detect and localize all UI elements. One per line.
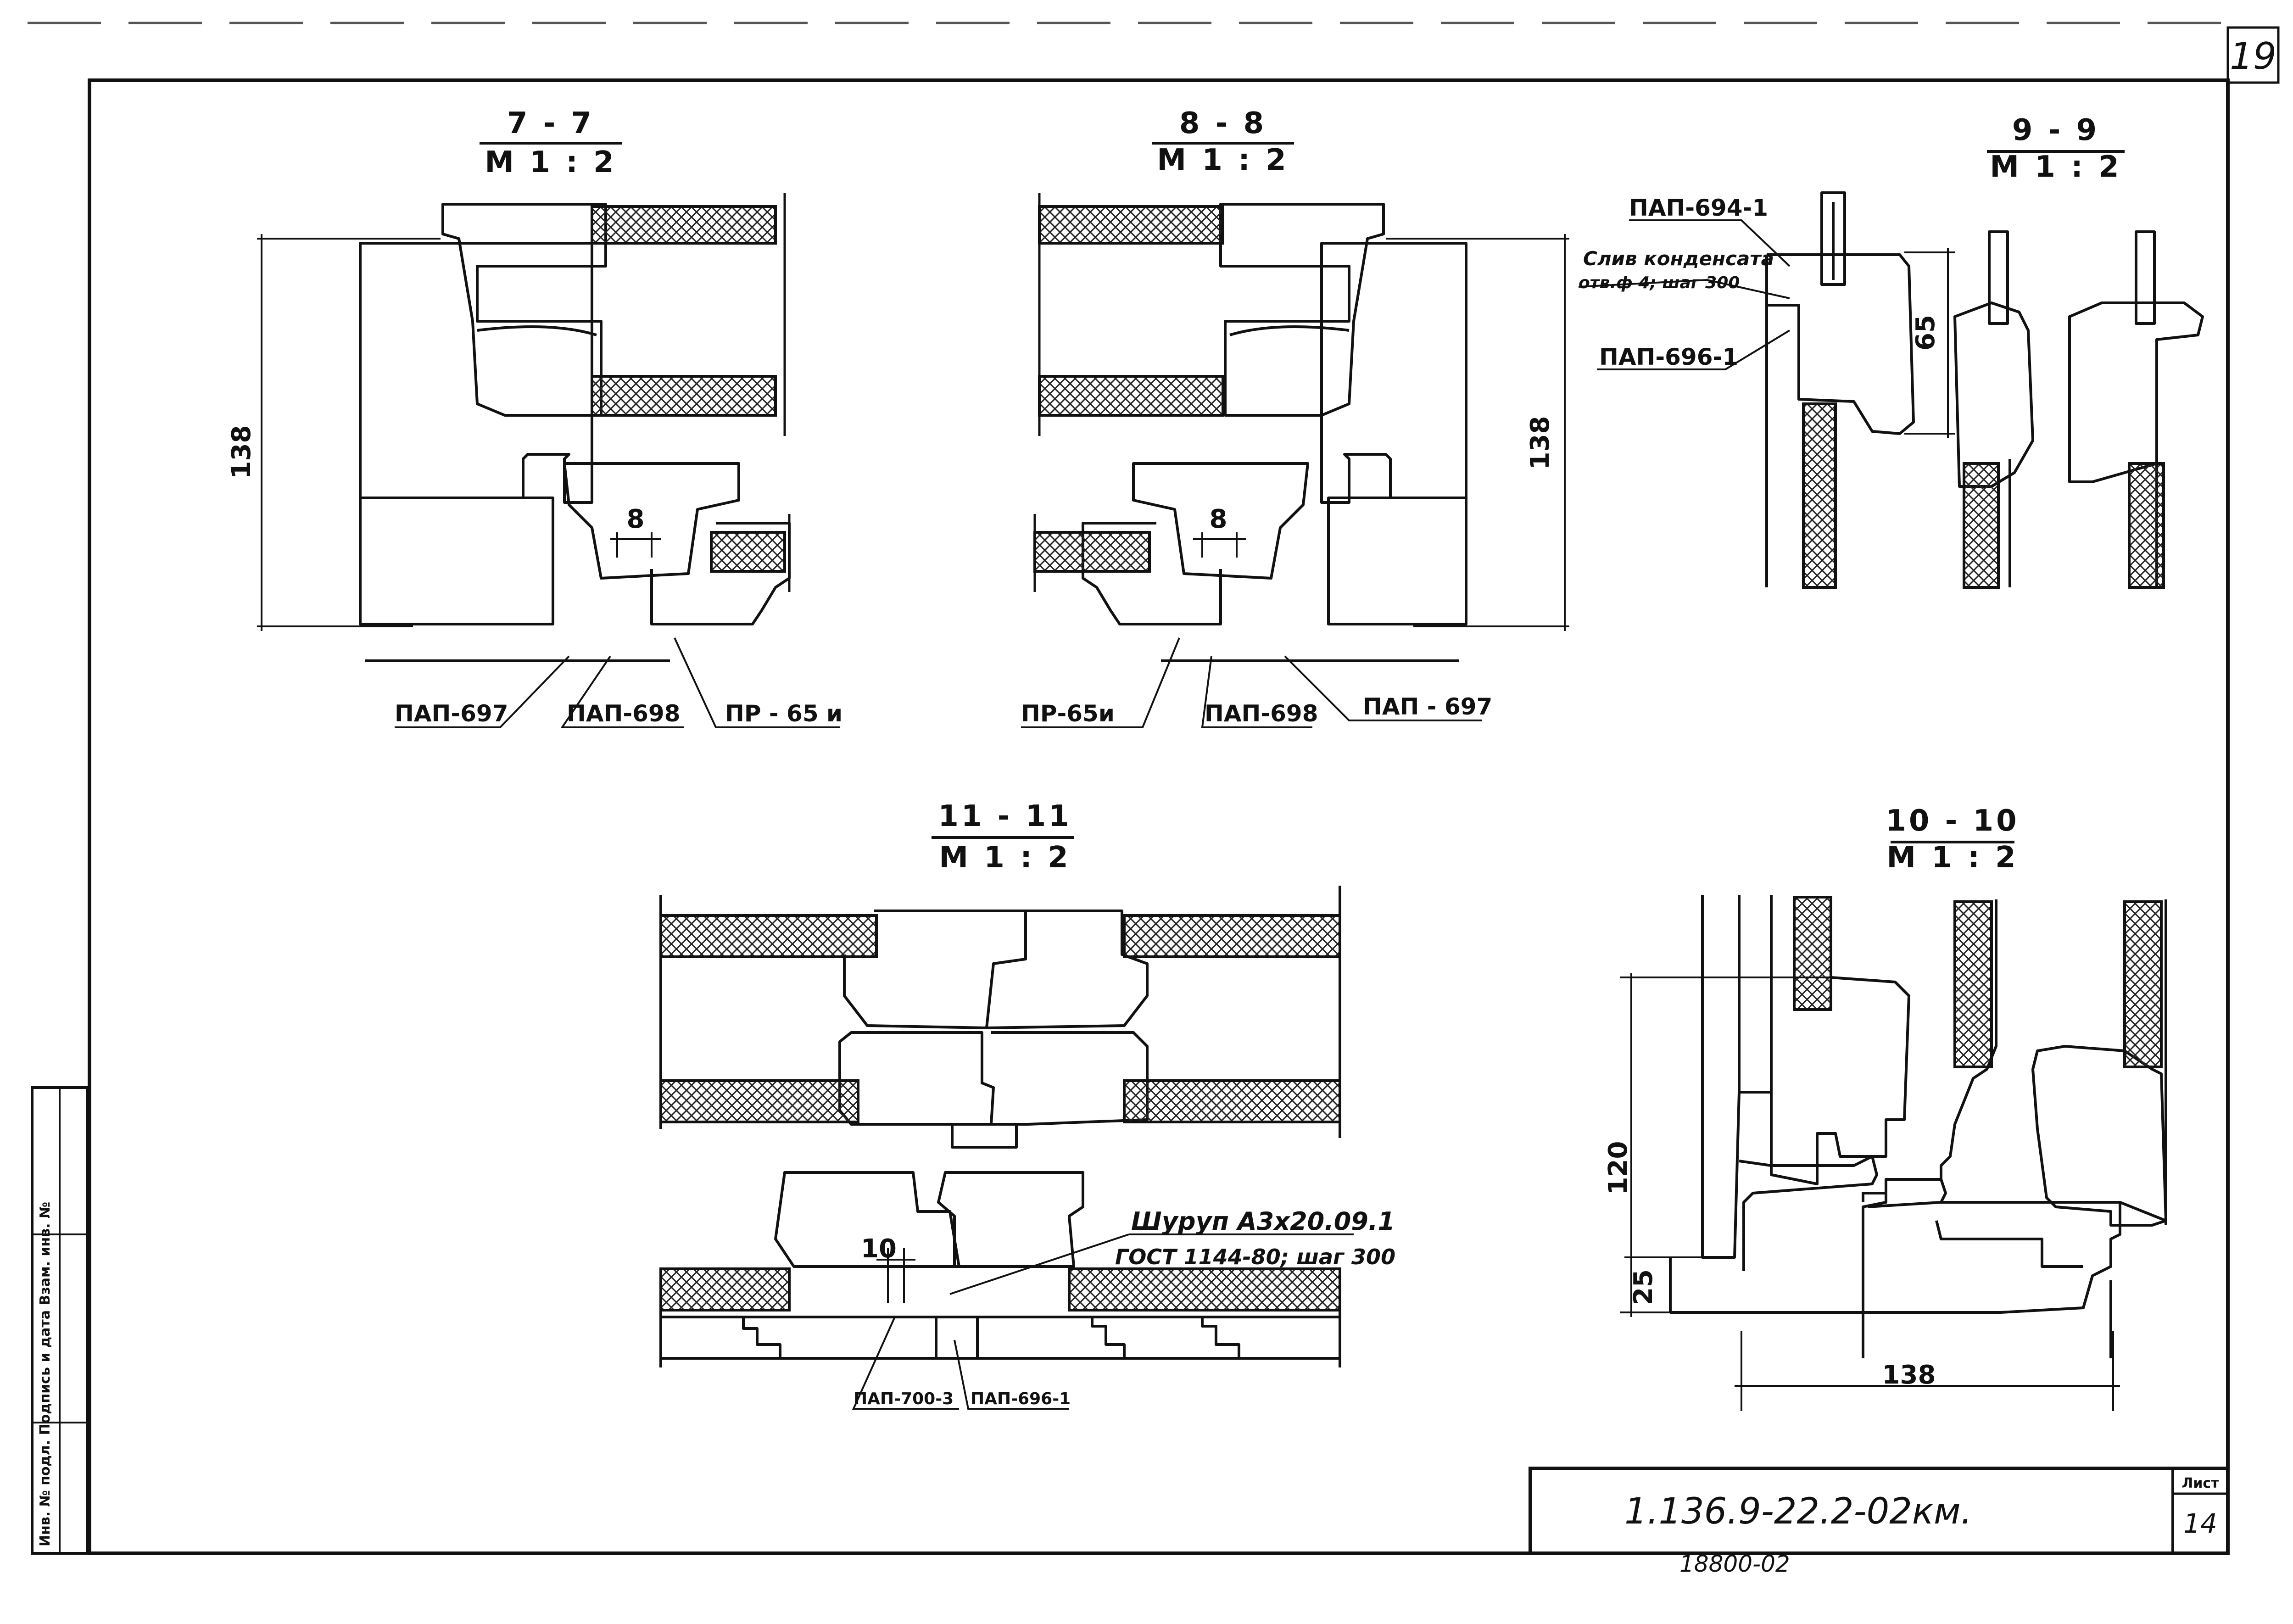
section-9-9-title: 9 - 9 — [2012, 113, 2099, 147]
note-screw-1: Шуруп А3х20.09.1 — [1131, 1207, 1395, 1236]
dim-120: 120 — [1603, 1141, 1633, 1195]
section-8-8-callouts — [1021, 637, 1482, 728]
dim-65: 65 — [1911, 315, 1941, 351]
callout-pap-698-b: ПАП-698 — [1205, 700, 1318, 727]
section-11-11-panes — [659, 914, 1341, 1311]
note-condensate-1: Слив конденсата — [1583, 247, 1774, 270]
dim-138-b: 138 — [1525, 416, 1555, 470]
section-10-10-dims: 120 25 138 — [1603, 973, 2120, 1411]
section-9-9-dim-65: 65 — [1904, 248, 1955, 438]
section-9-9-callouts — [1578, 219, 1791, 370]
section-11-11-title: 11 - 11 — [938, 799, 1071, 833]
callout-pap-700-3: ПАП-700-3 — [854, 1390, 954, 1408]
dim-10: 10 — [861, 1234, 897, 1264]
dim-138: 138 — [227, 425, 257, 479]
section-8-8-panes — [1033, 193, 1224, 592]
section-8-8-dim-8: 8 — [1193, 504, 1246, 558]
side-stamp: Инв. № подл. Подпись и дата Взам. инв. № — [31, 1086, 89, 1555]
dim-138-c: 138 — [1882, 1360, 1936, 1390]
callout-pap-698: ПАП-698 — [567, 700, 681, 727]
section-9-9-panes — [1802, 402, 2165, 589]
section-8-8-scale: М 1 : 2 — [1157, 143, 1289, 177]
note-screw-2: ГОСТ 1144-80; шаг 300 — [1115, 1245, 1395, 1269]
section-7-7-panes — [591, 193, 791, 592]
page-number-box: 19 — [2226, 26, 2280, 84]
section-7-7-dim-8: 8 — [610, 504, 661, 558]
section-10-10-scale: М 1 : 2 — [1886, 841, 2018, 875]
section-9-9: 9 - 9 М 1 : 2 65 — [1578, 113, 2204, 589]
list-label: Лист — [2181, 1475, 2219, 1491]
callout-pap-696-1-b: ПАП-696-1 — [971, 1390, 1071, 1408]
section-7-7-dim-138: 138 — [227, 234, 441, 631]
list-number: 14 — [2183, 1508, 2217, 1539]
section-8-8-dim-138: 138 — [1386, 234, 1569, 631]
callout-pap-697: ПАП-697 — [395, 700, 508, 727]
section-11-11: 11 - 11 М 1 : 2 — [659, 799, 1395, 1410]
dim-8-b: 8 — [1210, 504, 1227, 534]
callout-pr-65-b: ПР-65и — [1021, 700, 1115, 727]
section-10-10-panes — [1793, 896, 2163, 1068]
section-8-8-title: 8 - 8 — [1179, 106, 1266, 140]
bottom-note: 18800-02 — [1679, 1551, 1790, 1577]
note-condensate-2: отв.ф 4; шаг 300 — [1579, 273, 1740, 292]
section-11-11-callouts — [852, 1233, 1354, 1410]
section-7-7-scale: М 1 : 2 — [485, 145, 616, 179]
section-11-11-dim-10: 10 — [861, 1234, 915, 1303]
section-7-7-title: 7 - 7 — [507, 106, 594, 140]
section-7-7-callouts — [395, 637, 840, 728]
page-number: 19 — [2230, 35, 2276, 78]
section-7-7: 7 - 7 М 1 : 2 — [227, 106, 842, 728]
drawing-frame — [88, 78, 2230, 1555]
section-11-11-scale: М 1 : 2 — [939, 841, 1071, 875]
dim-25: 25 — [1629, 1269, 1658, 1305]
section-10-10: 10 - 10 М 1 : 2 — [1603, 804, 2167, 1411]
drawing-code: 1.136.9-22.2-02км. — [1624, 1491, 1972, 1532]
callout-pr-65: ПР - 65 и — [725, 700, 842, 727]
dim-8: 8 — [627, 504, 645, 534]
section-8-8: 8 - 8 М 1 : 2 138 — [1021, 106, 1569, 728]
side-stamp-text: Инв. № подл. Подпись и дата Взам. инв. № — [37, 1202, 53, 1546]
callout-pap-697-b: ПАП - 697 — [1363, 693, 1492, 720]
section-9-9-scale: М 1 : 2 — [1990, 150, 2121, 184]
callout-pap-696-1: ПАП-696-1 — [1599, 344, 1738, 370]
section-10-10-title: 10 - 10 — [1886, 804, 2019, 838]
title-block: 1.136.9-22.2-02км. Лист 14 — [1529, 1467, 2230, 1555]
callout-pap-694-1: ПАП-694-1 — [1629, 195, 1768, 221]
